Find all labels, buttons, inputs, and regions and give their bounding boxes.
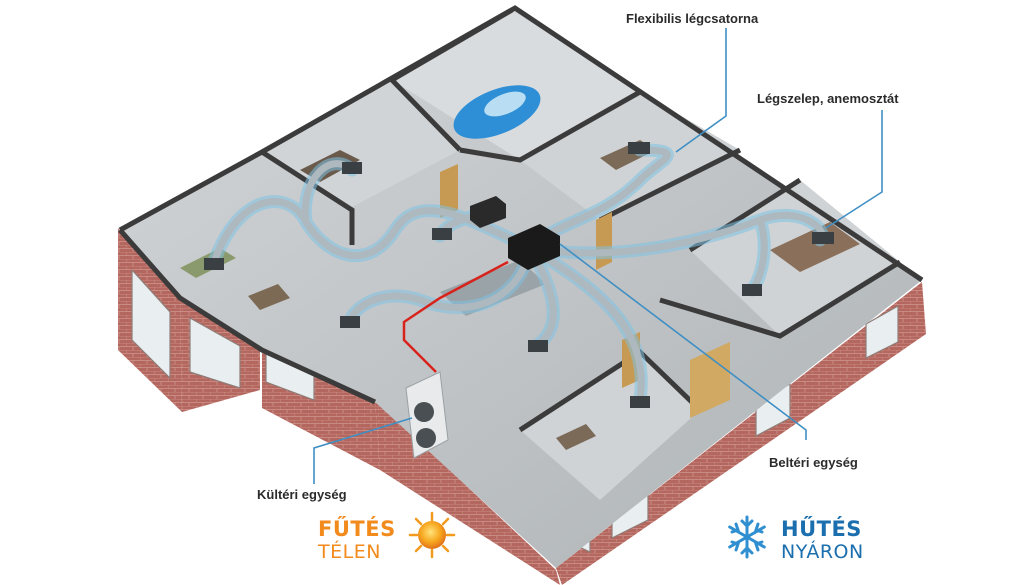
label-outdoor-unit: Kültéri egység	[257, 487, 347, 502]
power-line	[402, 260, 509, 373]
outdoor-unit-graphic	[405, 371, 449, 459]
interior-walls	[118, 5, 924, 433]
cooling-badge: HŰTÉS NYÁRON	[781, 519, 864, 562]
snowflake-icon	[728, 515, 766, 559]
heating-title: FŰTÉS	[318, 517, 396, 541]
label-flexible-duct: Flexibilis légcsatorna	[626, 11, 759, 26]
flexible-ducts	[207, 143, 829, 407]
air-vents	[204, 142, 834, 408]
indoor-unit-graphic	[470, 196, 560, 270]
heating-subtitle: TÉLEN	[318, 541, 381, 563]
heating-badge: FŰTÉS TÉLEN	[318, 519, 396, 562]
label-air-valve: Légszelep, anemosztát	[757, 91, 899, 106]
callout-leaders	[313, 28, 883, 484]
cooling-subtitle: NYÁRON	[781, 541, 864, 563]
sun-icon	[408, 511, 456, 559]
garage-car	[453, 85, 541, 139]
label-indoor-unit: Beltéri egység	[769, 455, 858, 470]
cooling-title: HŰTÉS	[781, 517, 862, 541]
